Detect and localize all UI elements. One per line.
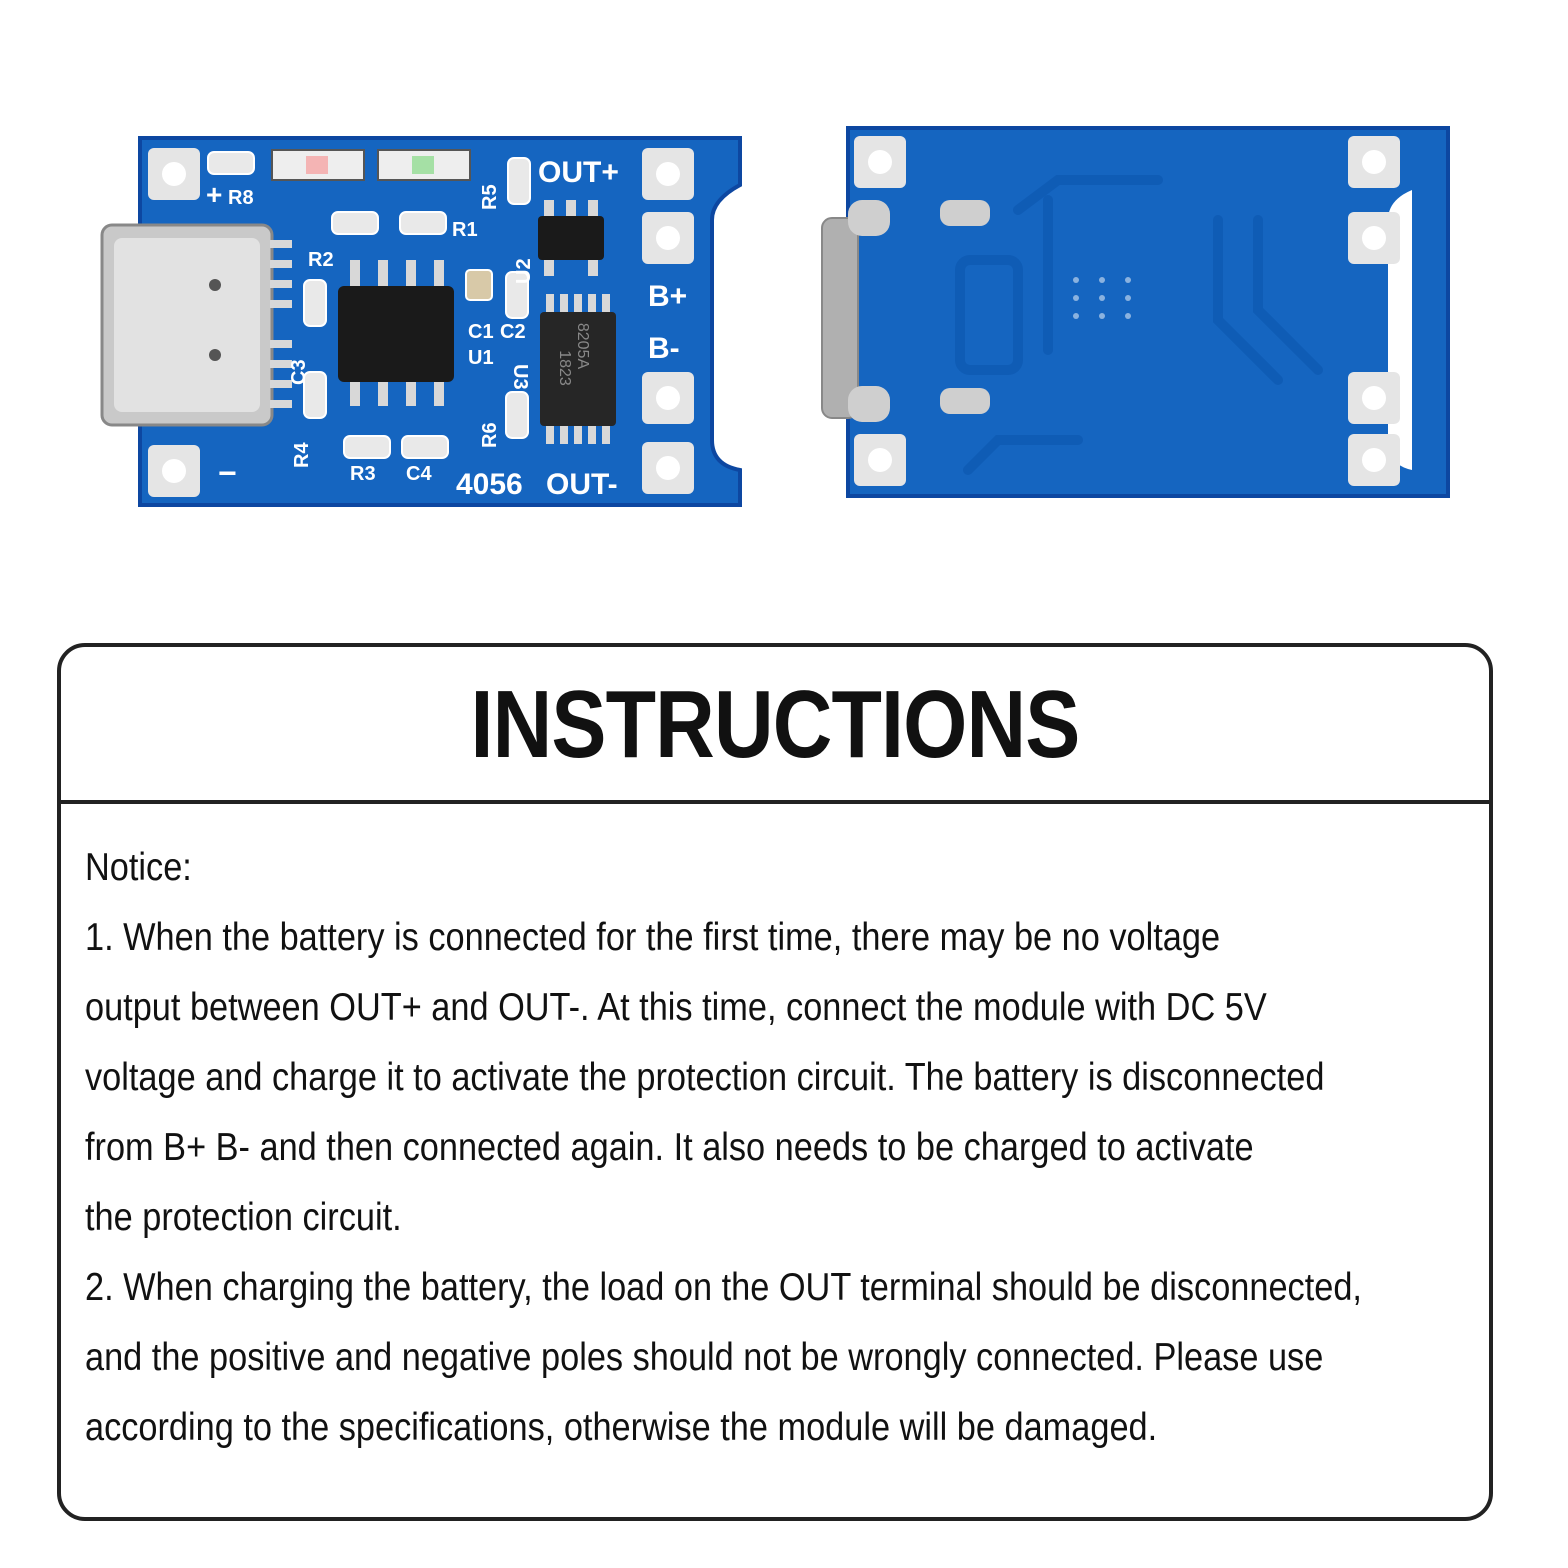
label-out-minus: OUT-: [546, 468, 618, 501]
title-divider: [61, 800, 1489, 804]
back-pads: [848, 136, 1400, 486]
label-out-plus: OUT+: [538, 156, 619, 189]
pcb-front-image: 8205A 1823 OUT+ B+ B- 4056 OUT- + − R8 R…: [100, 136, 742, 507]
label-c1: C1: [468, 321, 494, 343]
label-c3: C3: [288, 359, 310, 385]
label-u2: U2: [513, 258, 535, 284]
u2-chip: [538, 200, 604, 276]
pcb-back-image: [821, 126, 1450, 498]
usb-c-connector-back: [821, 217, 859, 419]
label-c2: C2: [500, 321, 526, 343]
instruction-line: and the positive and negative poles shou…: [85, 1336, 1324, 1379]
label-c4: C4: [406, 463, 432, 485]
instruction-line: voltage and charge it to activate the pr…: [85, 1056, 1325, 1099]
label-minus: −: [218, 455, 237, 491]
label-r3: R3: [350, 463, 376, 485]
chip-marking: 8205A: [574, 323, 591, 370]
instructions-body: Notice: 1. When the battery is connected…: [85, 833, 1485, 1463]
label-u3: U3: [509, 364, 531, 390]
instructions-title: INSTRUCTIONS: [470, 670, 1081, 778]
label-b-plus: B+: [648, 280, 687, 313]
label-r6: R6: [479, 422, 501, 448]
usb-c-connector: [100, 223, 292, 427]
chip-code: 1823: [556, 350, 573, 386]
u3-chip: 8205A 1823: [540, 294, 616, 444]
instruction-line: output between OUT+ and OUT-. At this ti…: [85, 986, 1267, 1029]
label-r1: R1: [452, 219, 478, 241]
instruction-line: from B+ B- and then connected again. It …: [85, 1126, 1254, 1169]
instruction-line: according to the specifications, otherwi…: [85, 1406, 1158, 1449]
label-plus: +: [206, 179, 222, 210]
solder-pads: [148, 148, 694, 497]
back-vias: [1073, 277, 1131, 319]
label-r4: R4: [291, 442, 313, 468]
u1-chip: [338, 260, 454, 406]
label-model: 4056: [456, 468, 523, 501]
instruction-line: 2. When charging the battery, the load o…: [85, 1266, 1362, 1309]
label-r2: R2: [308, 249, 334, 271]
smd-components: [207, 151, 531, 459]
led-indicators: [271, 149, 471, 181]
back-traces: [955, 175, 1323, 475]
label-r5: R5: [479, 184, 501, 210]
instructions-panel: INSTRUCTIONS Notice: 1. When the battery…: [57, 643, 1493, 1521]
label-u1: U1: [468, 347, 494, 369]
instruction-line: the protection circuit.: [85, 1196, 402, 1239]
instruction-line: 1. When the battery is connected for the…: [85, 916, 1221, 959]
label-b-minus: B-: [648, 332, 680, 365]
label-r8: R8: [228, 187, 254, 209]
notice-heading: Notice:: [85, 846, 192, 889]
